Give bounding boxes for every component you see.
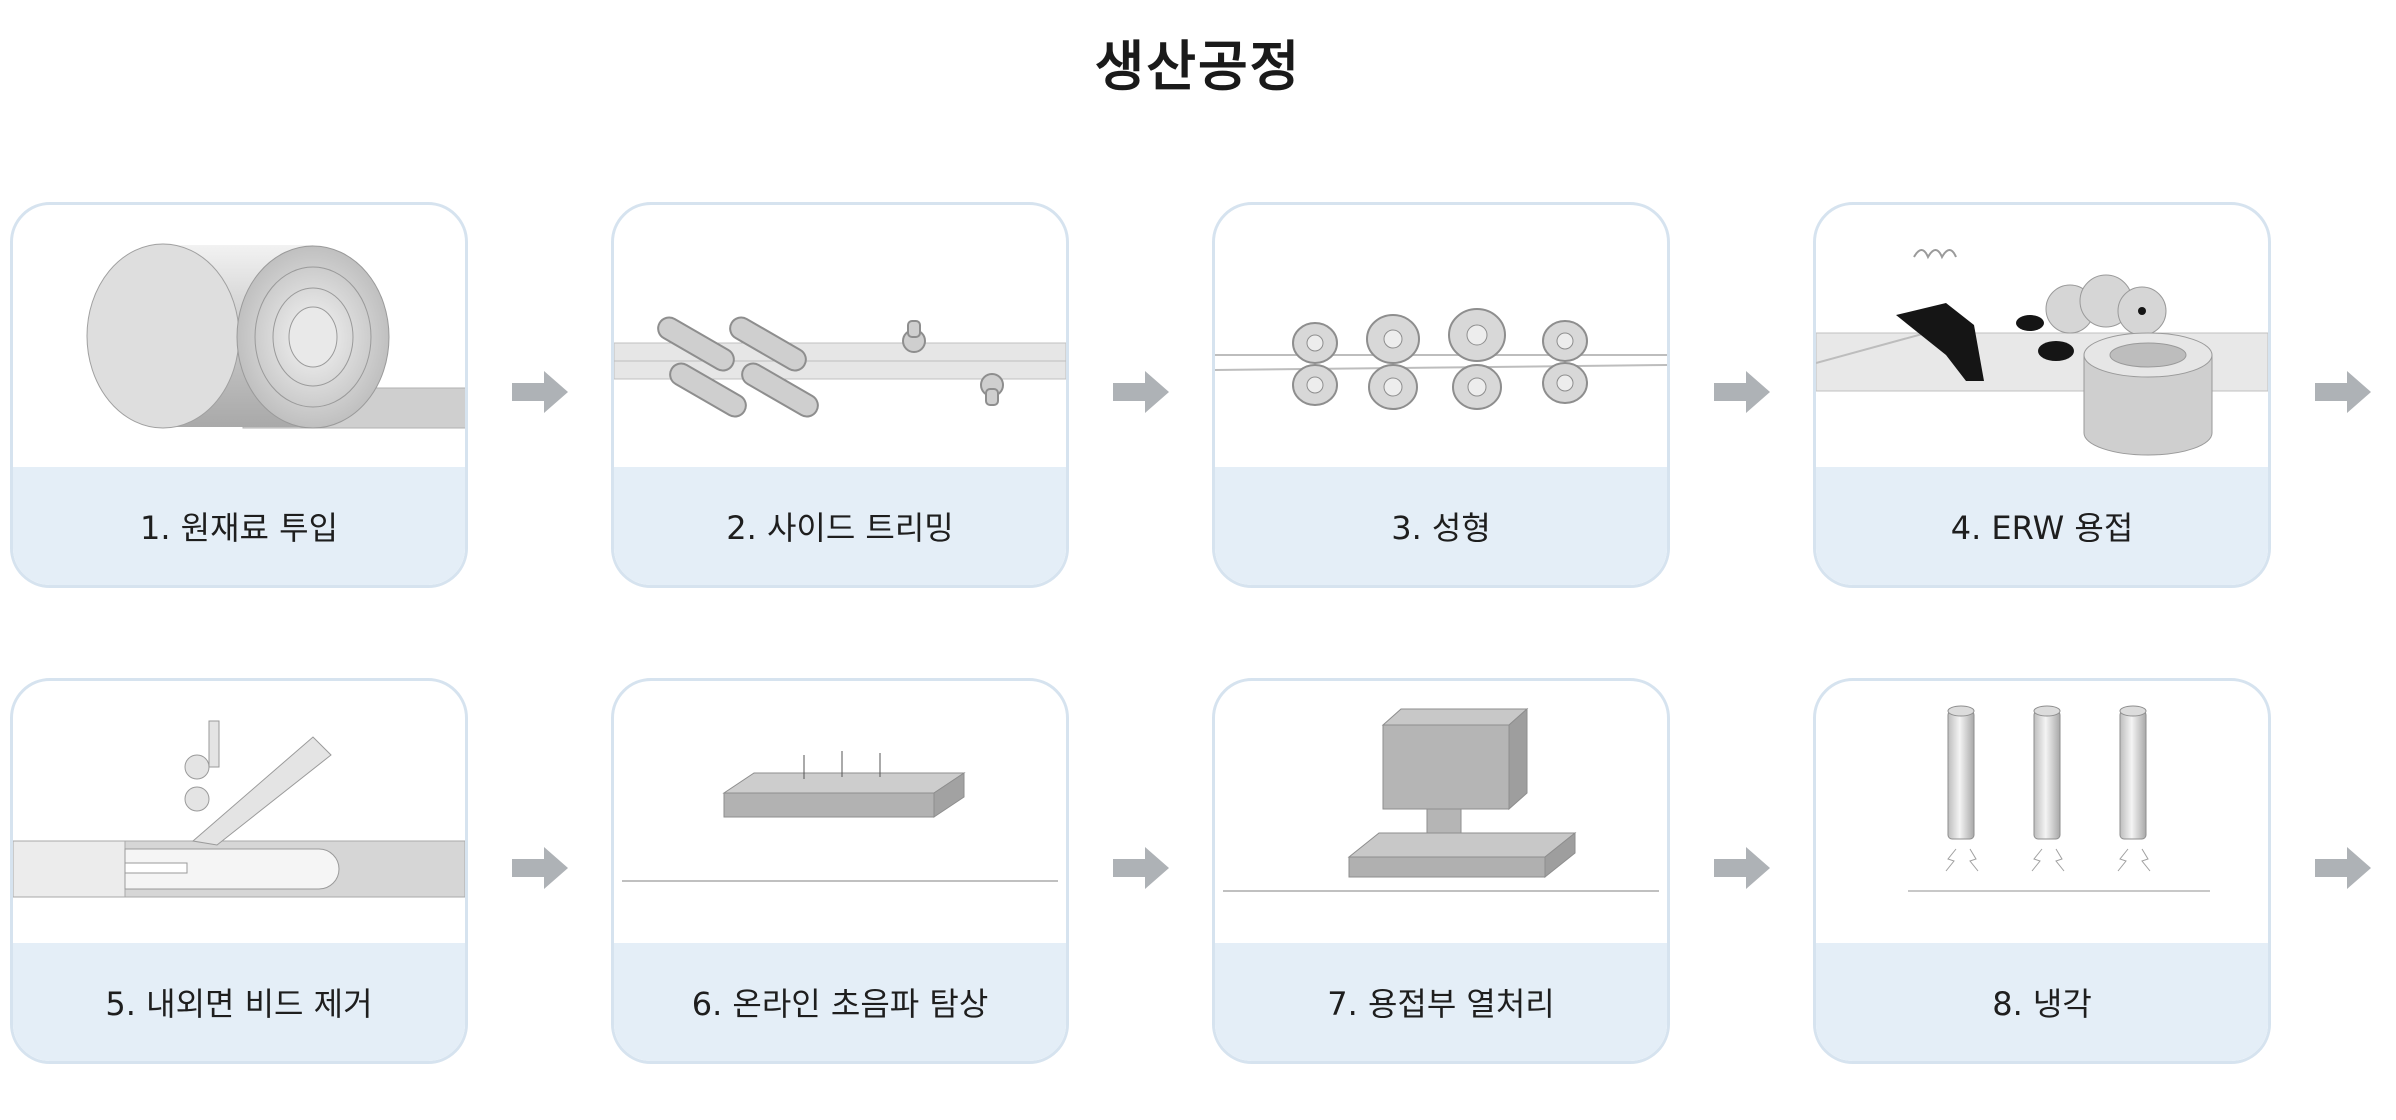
arrow-right-icon xyxy=(2315,371,2371,413)
ultrasonic-inspection-icon xyxy=(622,751,1058,949)
process-step-card-3: 3. 성형 xyxy=(1212,202,1670,588)
arrow-right-icon xyxy=(512,847,568,889)
erw-welding-icon xyxy=(1816,249,2268,456)
process-step-card-4: 4. ERW 용접 xyxy=(1813,202,2271,588)
arrow-right-icon xyxy=(1113,847,1169,889)
step-label: 3. 성형 xyxy=(1215,467,1667,585)
arrow-right-icon xyxy=(2315,847,2371,889)
step-label: 8. 냉각 xyxy=(1816,943,2268,1061)
arrow-right-icon xyxy=(1113,371,1169,413)
process-step-card-1: 1. 원재료 투입 xyxy=(10,202,468,588)
process-step-card-2: 2. 사이드 트리밍 xyxy=(611,202,1069,588)
arrow-right-icon xyxy=(1714,847,1770,889)
steel-coil-icon xyxy=(86,243,465,429)
arrow-right-icon xyxy=(1714,371,1770,413)
bead-removal-icon xyxy=(13,720,465,898)
process-step-card-6: 6. 온라인 초음파 탐상 xyxy=(611,678,1069,1064)
process-step-card-8: 8. 냉각 xyxy=(1813,678,2271,1064)
forming-rollers-icon xyxy=(1215,308,1667,410)
step-label: 5. 내외면 비드 제거 xyxy=(13,943,465,1061)
step-label: 7. 용접부 열처리 xyxy=(1215,943,1667,1061)
process-step-card-5: 5. 내외면 비드 제거 xyxy=(10,678,468,1064)
page-title: 생산공정 xyxy=(1094,35,1302,98)
arrow-right-icon xyxy=(512,371,568,413)
step-label: 2. 사이드 트리밍 xyxy=(614,467,1066,585)
weld-heat-treatment-icon xyxy=(1223,707,1659,948)
cooling-nozzles-icon xyxy=(1908,705,2210,948)
side-trimming-rollers-icon xyxy=(614,316,1066,418)
step-label: 1. 원재료 투입 xyxy=(13,467,465,585)
step-label: 4. ERW 용접 xyxy=(1816,467,2268,585)
process-step-card-7: 7. 용접부 열처리 xyxy=(1212,678,1670,1064)
step-label: 6. 온라인 초음파 탐상 xyxy=(614,943,1066,1061)
